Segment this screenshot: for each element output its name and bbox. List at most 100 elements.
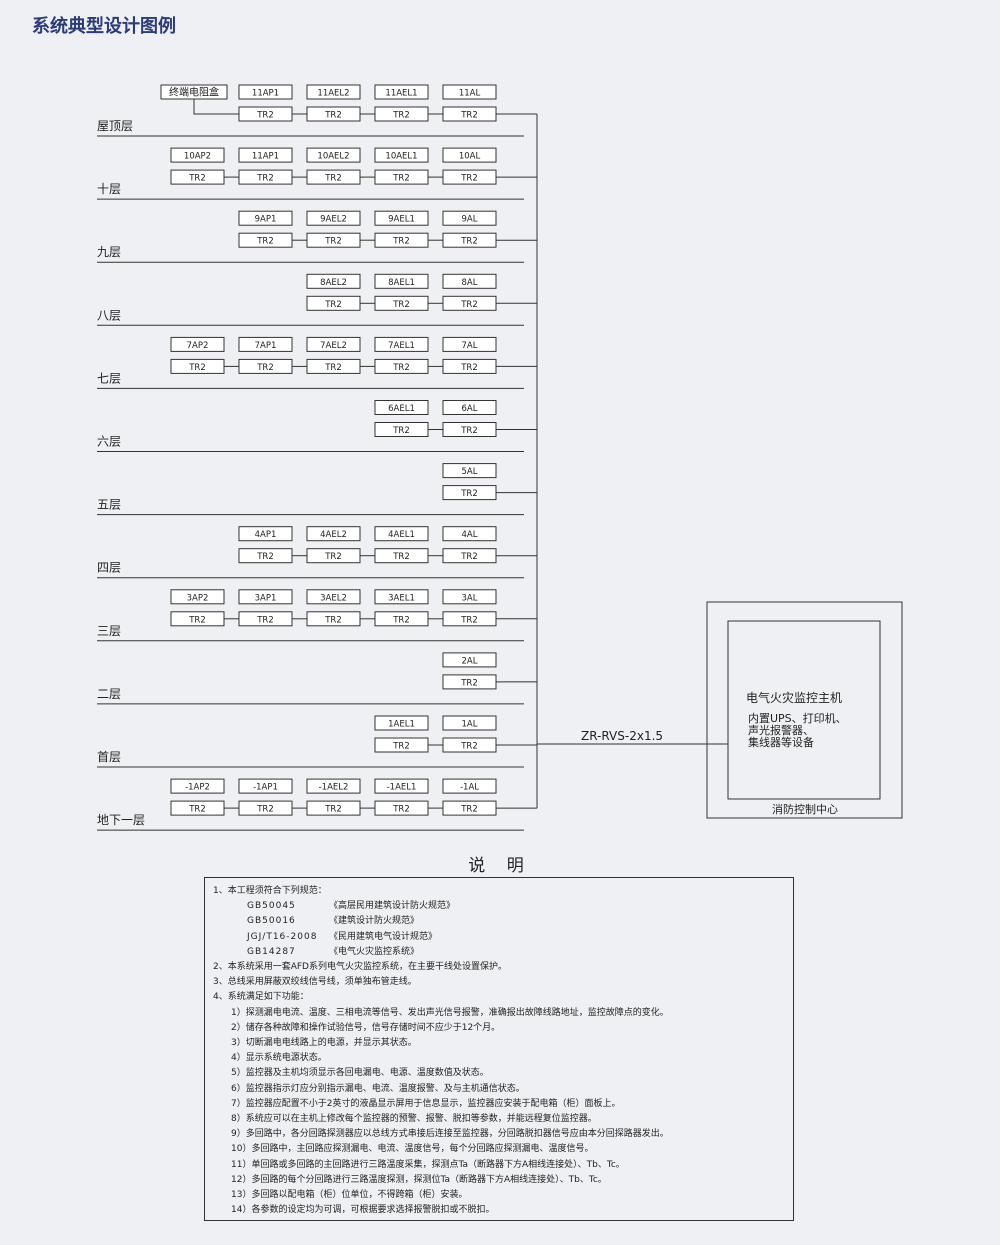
device-box-label: 3AL xyxy=(462,593,478,603)
note-line: 3、总线采用屏蔽双绞线信号线，须单独布管走线。 xyxy=(213,975,785,990)
device-box xyxy=(374,273,429,289)
device-box-label: 8AEL2 xyxy=(320,278,347,288)
note-line: GB14287《电气火灾监控系统》 xyxy=(213,945,785,960)
floor-label: 八层 xyxy=(97,308,121,322)
note-line: 4、系统满足如下功能： xyxy=(213,990,785,1005)
device-box xyxy=(442,147,497,163)
note-line: 13）多回路以配电箱（柜）位单位，不得跨箱（柜）安装。 xyxy=(213,1188,785,1203)
note-text: 9）多回路中，各分回路探测器应以总线方式串接后连接至监控器，分回路脱扣器信号应由… xyxy=(231,1129,669,1140)
tr2-box-label: TR2 xyxy=(256,174,274,184)
note-text: 1）探测漏电电流、温度、三相电流等信号、发出声光信号报警，准确报出故障线路地址，… xyxy=(231,1007,669,1018)
note-text: 8）系统应可以在主机上修改每个监控器的预警、报警、脱扣等参数，并能远程复位监控器… xyxy=(231,1114,597,1125)
tr2-box-label: TR2 xyxy=(324,363,342,373)
device-box xyxy=(442,526,497,542)
note-text: 3）切断漏电电线路上的电源，并显示其状态。 xyxy=(231,1038,417,1049)
floor-label: 九层 xyxy=(97,245,121,259)
host-box xyxy=(727,620,881,800)
device-box xyxy=(170,336,225,352)
device-box-label: 11AP1 xyxy=(252,152,279,162)
tr2-box-label: TR2 xyxy=(392,363,410,373)
device-box-label: 7AEL2 xyxy=(320,341,347,351)
note-line: 3）切断漏电电线路上的电源，并显示其状态。 xyxy=(213,1036,785,1051)
device-box-label: 10AL xyxy=(459,152,481,162)
note-line: 2、本系统采用一套AFD系列电气火灾监控系统，在主要干线处设置保护。 xyxy=(213,960,785,975)
floor-label: 十层 xyxy=(97,182,121,196)
device-box xyxy=(238,526,293,542)
terminal-link xyxy=(193,99,239,115)
device-box xyxy=(374,147,429,163)
device-box xyxy=(374,400,429,415)
cable-label: ZR-RVS-2x1.5 xyxy=(581,729,663,743)
host-title: 电气火灾监控主机 xyxy=(746,690,842,705)
device-box-label: 9AEL2 xyxy=(320,215,347,225)
floor-label: 六层 xyxy=(97,435,121,449)
floor-label: 二层 xyxy=(97,687,121,701)
floor-label: 地下一层 xyxy=(97,813,145,827)
host-feature-line: 集线器等设备 xyxy=(748,735,814,749)
device-box-label: 7AP1 xyxy=(255,341,277,351)
tr2-box-label: TR2 xyxy=(256,552,274,562)
device-box xyxy=(374,589,429,605)
tr2-box-label: TR2 xyxy=(460,237,478,247)
device-box-label: 3AEL1 xyxy=(388,593,415,603)
notes-box: 1、本工程须符合下列规范：GB50045《高层民用建筑设计防火规范》GB5001… xyxy=(204,877,794,1221)
tr2-box-label: TR2 xyxy=(392,615,410,625)
device-box xyxy=(306,210,361,226)
note-text: 《高层民用建筑设计防火规范》 xyxy=(329,901,456,912)
device-box xyxy=(170,589,225,605)
note-text: 12）多回路的每个分回路进行三路温度探测，探测位Ta（断路器下方A相线连接处）、… xyxy=(231,1174,607,1185)
tr2-box-label: TR2 xyxy=(392,805,410,815)
tr2-box-label: TR2 xyxy=(460,174,478,184)
device-box xyxy=(238,336,293,352)
note-line: 11）单回路或多回路的主回路进行三路温度采集，探测点Ta（断路器下方A相线连接处… xyxy=(213,1158,785,1173)
note-line: 6）监控器指示灯应分别指示漏电、电流、温度报警、及与主机通信状态。 xyxy=(213,1082,785,1097)
device-box-label: 11AEL1 xyxy=(385,89,417,99)
device-box-label: 7AL xyxy=(462,341,478,351)
control-center-box xyxy=(706,601,903,819)
device-box-label: 9AEL1 xyxy=(388,215,415,225)
device-box-label: 7AP2 xyxy=(187,341,209,351)
tr2-box-label: TR2 xyxy=(460,300,478,310)
note-text: 7）监控器应配置不小于2英寸的液晶显示屏用于信息显示，监控器应安装于配电箱（柜）… xyxy=(231,1098,621,1109)
device-box-label: -1AP1 xyxy=(253,783,278,793)
device-box-label: 3AP2 xyxy=(187,593,209,603)
device-box-label: -1AP2 xyxy=(185,783,210,793)
device-box xyxy=(306,589,361,605)
tr2-box-label: TR2 xyxy=(460,363,478,373)
device-box-label: 8AL xyxy=(462,278,478,288)
tr2-box-label: TR2 xyxy=(256,237,274,247)
tr2-box-label: TR2 xyxy=(460,489,478,499)
device-box xyxy=(306,336,361,352)
device-box-label: 5AL xyxy=(462,467,478,477)
tr2-box-label: TR2 xyxy=(392,237,410,247)
note-text: 2、本系统采用一套AFD系列电气火灾监控系统，在主要干线处设置保护。 xyxy=(213,962,507,973)
note-text: 5）监控器及主机均须显示各回电漏电、电源、温度数值及状态。 xyxy=(231,1068,489,1079)
note-line: 9）多回路中，各分回路探测器应以总线方式串接后连接至监控器，分回路脱扣器信号应由… xyxy=(213,1127,785,1142)
host-feature-line: 声光报警器、 xyxy=(748,723,814,737)
tr2-box-label: TR2 xyxy=(256,111,274,121)
device-box xyxy=(306,778,361,794)
device-box-label: -1AEL2 xyxy=(319,783,349,793)
tr2-box-label: TR2 xyxy=(324,111,342,121)
device-box xyxy=(306,526,361,542)
note-text: 3、总线采用屏蔽双绞线信号线，须单独布管走线。 xyxy=(213,977,417,988)
floor-label: 七层 xyxy=(97,371,121,385)
device-box-label: 8AEL1 xyxy=(388,278,415,288)
device-box xyxy=(442,336,497,352)
device-box xyxy=(442,778,497,794)
device-box-label: 7AEL1 xyxy=(388,341,415,351)
tr2-box-label: TR2 xyxy=(392,426,410,436)
device-box-label: 4AEL2 xyxy=(320,530,347,540)
tr2-box-label: TR2 xyxy=(460,111,478,121)
floor-label: 首层 xyxy=(97,750,121,764)
tr2-box-label: TR2 xyxy=(256,615,274,625)
device-box xyxy=(238,589,293,605)
note-line: 14）各参数的设定均为可调，可根据要求选择报警脱扣或不脱扣。 xyxy=(213,1203,785,1218)
device-box-label: -1AEL1 xyxy=(387,783,417,793)
note-text: 4、系统满足如下功能： xyxy=(213,992,309,1003)
device-box-label: 4AP1 xyxy=(255,530,277,540)
device-box xyxy=(238,778,293,794)
note-text: 14）各参数的设定均为可调，可根据要求选择报警脱扣或不脱扣。 xyxy=(231,1205,495,1216)
note-text: 10）多回路中，主回路应探测漏电、电流、温度信号，每个分回路应探测漏电、温度信号… xyxy=(231,1144,594,1155)
device-box xyxy=(442,463,497,479)
